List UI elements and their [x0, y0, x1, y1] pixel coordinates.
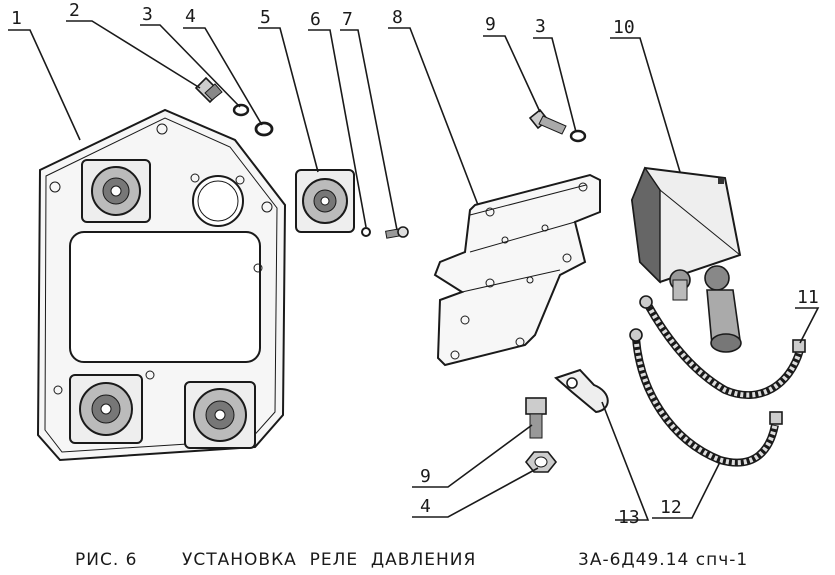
washer-part-3-upper	[569, 129, 587, 143]
label-5: 5	[260, 7, 271, 28]
lock-washer-part-4	[254, 121, 274, 137]
label-3: 3	[142, 4, 153, 25]
washer-part-3	[232, 103, 250, 117]
label-9-lower: 9	[420, 466, 431, 487]
pressure-relay-part-10	[630, 166, 742, 353]
bolt-part-9-upper	[528, 108, 567, 135]
bolt-part-9-lower	[525, 397, 547, 439]
label-13: 13	[618, 507, 640, 528]
label-1: 1	[11, 8, 22, 29]
clamp-part-13	[554, 368, 609, 414]
screw-part-7	[385, 226, 409, 239]
label-8: 8	[392, 7, 403, 28]
hose-part-12	[629, 328, 783, 467]
washer-part-6	[361, 227, 371, 237]
shock-mount-part-5	[295, 169, 355, 233]
label-6: 6	[310, 9, 321, 30]
leader-lines	[8, 20, 820, 521]
nut-part-4-lower	[524, 451, 558, 473]
shock-mount-bottom-left	[69, 374, 143, 444]
drawing-code: 3А-6Д49.14 спч-1	[578, 550, 748, 570]
hose-part-11	[639, 295, 806, 399]
label-4: 4	[185, 6, 196, 27]
shock-mount-top-left	[81, 159, 151, 223]
caption: РИС. 6 УСТАНОВКА РЕЛЕ ДАВЛЕНИЯ 3А-6Д49.1…	[75, 550, 748, 570]
part-labels: 1 2 3 4 5 6 7 8 9 3 10 11 9 4 13 12	[11, 0, 819, 528]
label-10: 10	[613, 17, 635, 38]
figure-number: РИС. 6	[75, 550, 137, 570]
label-2: 2	[69, 0, 80, 21]
bolt-part-2	[194, 76, 223, 104]
label-4-lower: 4	[420, 496, 431, 517]
label-7: 7	[342, 9, 353, 30]
label-11: 11	[797, 287, 819, 308]
label-3-upper: 3	[535, 16, 546, 37]
label-12: 12	[660, 497, 682, 518]
shock-mount-bottom-right	[184, 381, 256, 449]
bracket-part-8	[433, 173, 601, 367]
label-9-upper: 9	[485, 14, 496, 35]
figure-title: УСТАНОВКА РЕЛЕ ДАВЛЕНИЯ	[182, 550, 476, 570]
